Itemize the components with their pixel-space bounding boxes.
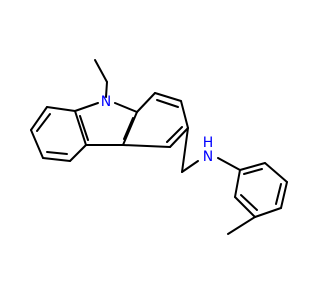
- bond-c5-c4a: [122, 144, 171, 148]
- bond-c8a-c4a: [122, 111, 138, 146]
- bond-c4p-c5p: [280, 181, 288, 209]
- bond-c3p-methyl: [227, 216, 256, 235]
- bond-c6-c5-double: [166, 126, 183, 143]
- bond-nh-c1p: [217, 157, 241, 171]
- bond-c2p-c3p: [234, 196, 256, 218]
- bond-group: [30, 59, 288, 235]
- bond-ethyl-ch2-ch3: [94, 59, 108, 83]
- bond-c9a-c4b: [74, 110, 87, 146]
- molecule-canvas: N N H: [30, 59, 288, 235]
- bond-c8-c7-double: [156, 99, 179, 108]
- bond-c6-ch2: [181, 127, 189, 173]
- atom-nh-hydrogen: H: [203, 135, 214, 151]
- bond-c7-c6: [180, 100, 189, 129]
- bond-c2p-c3p-double: [240, 194, 258, 211]
- bond-c3-c4: [42, 157, 71, 162]
- bond-c9a-c4b-double: [79, 115, 89, 141]
- bond-n9-ethyl: [105, 81, 108, 98]
- bond-ch2-nh: [181, 160, 199, 173]
- bond-c8-c7: [154, 92, 182, 102]
- bond-n9-c8a: [114, 102, 138, 113]
- bond-n9-c9a: [74, 102, 99, 112]
- bond-c8a-c4a-double: [123, 117, 134, 140]
- bond-c6p-c1p-double: [243, 168, 263, 175]
- atom-nh-label: N: [203, 149, 213, 165]
- bond-c3p-c4p: [254, 207, 282, 218]
- bond-c1-c2: [30, 106, 48, 131]
- bond-c1p-c2p: [234, 169, 241, 198]
- bond-c3-c4-double: [46, 151, 68, 155]
- atom-n9-label: N: [101, 94, 111, 110]
- atom-nh: N H: [203, 135, 214, 165]
- bond-c9a-c1: [46, 106, 76, 112]
- bond-c4p-c5p-double: [275, 183, 282, 205]
- bond-c8a-c8: [136, 92, 156, 113]
- bond-c5p-c6p: [264, 162, 288, 183]
- structure-diagram: N N H: [30, 59, 288, 235]
- bond-c1-c2-double: [36, 113, 51, 132]
- bond-c2-c3: [30, 129, 44, 159]
- bond-c6p-c1p: [239, 162, 266, 171]
- bond-c6-c5: [169, 127, 189, 148]
- atom-n9: N: [101, 94, 111, 110]
- bond-c4-c4b: [69, 144, 87, 162]
